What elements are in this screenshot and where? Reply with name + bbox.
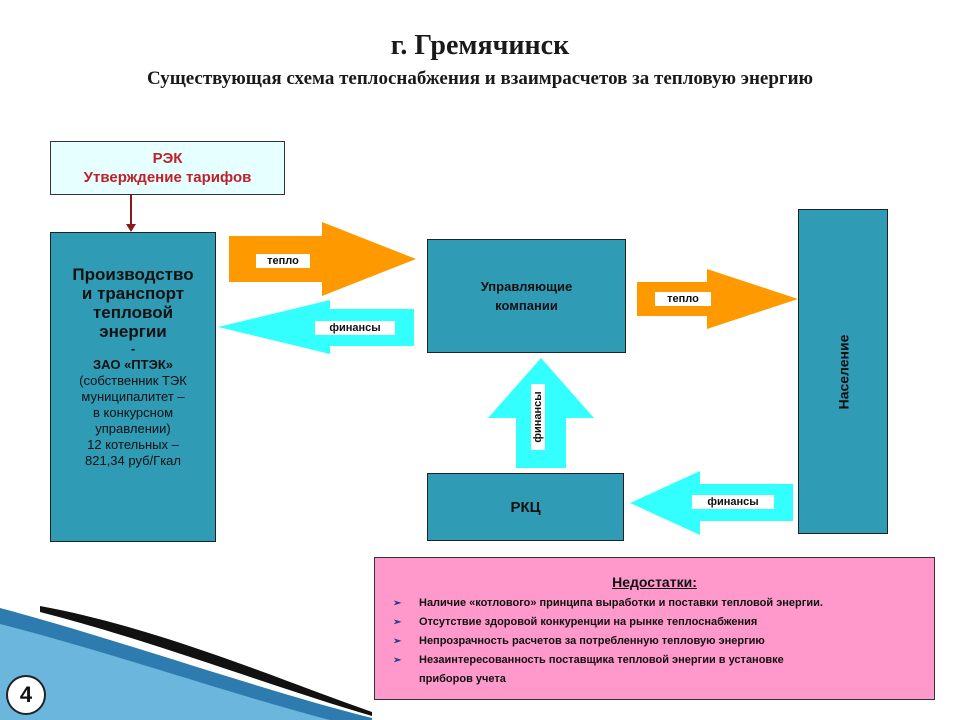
drawback-text: Наличие «котлового» принципа выработки и… [419, 597, 823, 609]
drawback-text: приборов учета [419, 673, 506, 685]
arrow-bullet-icon: ➢ [393, 636, 402, 647]
producer-line3: тепловой [92, 303, 174, 322]
list-item-continuation: приборов учета [385, 670, 924, 689]
producer-company: ЗАО «ПТЭК» [92, 357, 173, 372]
finance-label-3-text: финансы [532, 391, 544, 443]
drawback-text: Отсутствие здоровой конкуренции на рынке… [419, 616, 758, 628]
rkc-box: РКЦ [427, 473, 624, 541]
producer-line4: энергии [99, 322, 167, 341]
arrow-bullet-icon: ➢ [393, 598, 402, 609]
slide-number-badge: 4 [6, 675, 46, 715]
decorative-swoosh-dark [40, 606, 372, 716]
producer-detail3: в конкурсном [92, 405, 174, 420]
population-box: Население [798, 209, 888, 534]
producer-box: Производство и транспорт тепловой энерги… [50, 232, 216, 542]
decorative-swoosh-light [0, 624, 330, 720]
list-item: ➢ Наличие «котлового» принципа выработки … [385, 594, 924, 613]
arrow-bullet-icon: ➢ [393, 655, 402, 666]
list-item: ➢ Непрозрачность расчетов за потребленную… [385, 632, 924, 651]
rek-function: Утверждение тарифов [83, 169, 252, 186]
list-item: ➢ Незаинтересованность поставщика теплово… [385, 651, 924, 670]
drawbacks-list: ➢ Наличие «котлового» принципа выработки … [385, 594, 924, 689]
producer-detail1: (собственник ТЭК [79, 373, 187, 388]
producer-detail5: 12 котельных – [87, 437, 179, 452]
heat-label-1: тепло [256, 254, 310, 268]
finance-label-1: финансы [315, 321, 395, 335]
heat-arrow-to-population [637, 269, 798, 329]
heat-arrow-to-management [229, 222, 416, 296]
drawbacks-title: Недостатки: [612, 574, 697, 590]
management-line1: Управляющие [480, 279, 573, 294]
drawback-text: Непрозрачность расчетов за потребленную … [419, 635, 765, 647]
management-line2: компании [495, 298, 558, 313]
heat-label-2: тепло [655, 292, 711, 306]
rek-name: РЭК [152, 150, 183, 167]
producer-detail6: 821,34 руб/Гкал [85, 453, 181, 468]
rkc-label: РКЦ [510, 498, 541, 516]
drawback-text: Незаинтересованность поставщика тепловой… [419, 654, 784, 666]
finance-label-2: финансы [692, 495, 774, 509]
producer-line1: Производство [72, 265, 194, 284]
population-label: Население [835, 334, 851, 409]
page-title: г. Гремячинск [390, 30, 570, 61]
management-box: Управляющие компании [427, 239, 626, 353]
rek-connector-arrowhead [126, 224, 136, 232]
list-item: ➢ Отсутствие здоровой конкуренции на рынк… [385, 613, 924, 632]
rek-box: РЭК Утверждение тарифов [50, 141, 285, 195]
producer-dash: - [130, 341, 136, 356]
finance-label-3: финансы [531, 384, 545, 450]
producer-line2: и транспорт [81, 284, 185, 303]
arrow-bullet-icon: ➢ [393, 617, 402, 628]
producer-detail2: муниципалитет – [81, 389, 185, 404]
drawbacks-box: Недостатки: ➢ Наличие «котлового» принцип… [374, 557, 935, 700]
page-subtitle: Существующая схема теплоснабжения и взаи… [146, 68, 814, 89]
producer-detail4: управлении) [95, 421, 171, 436]
